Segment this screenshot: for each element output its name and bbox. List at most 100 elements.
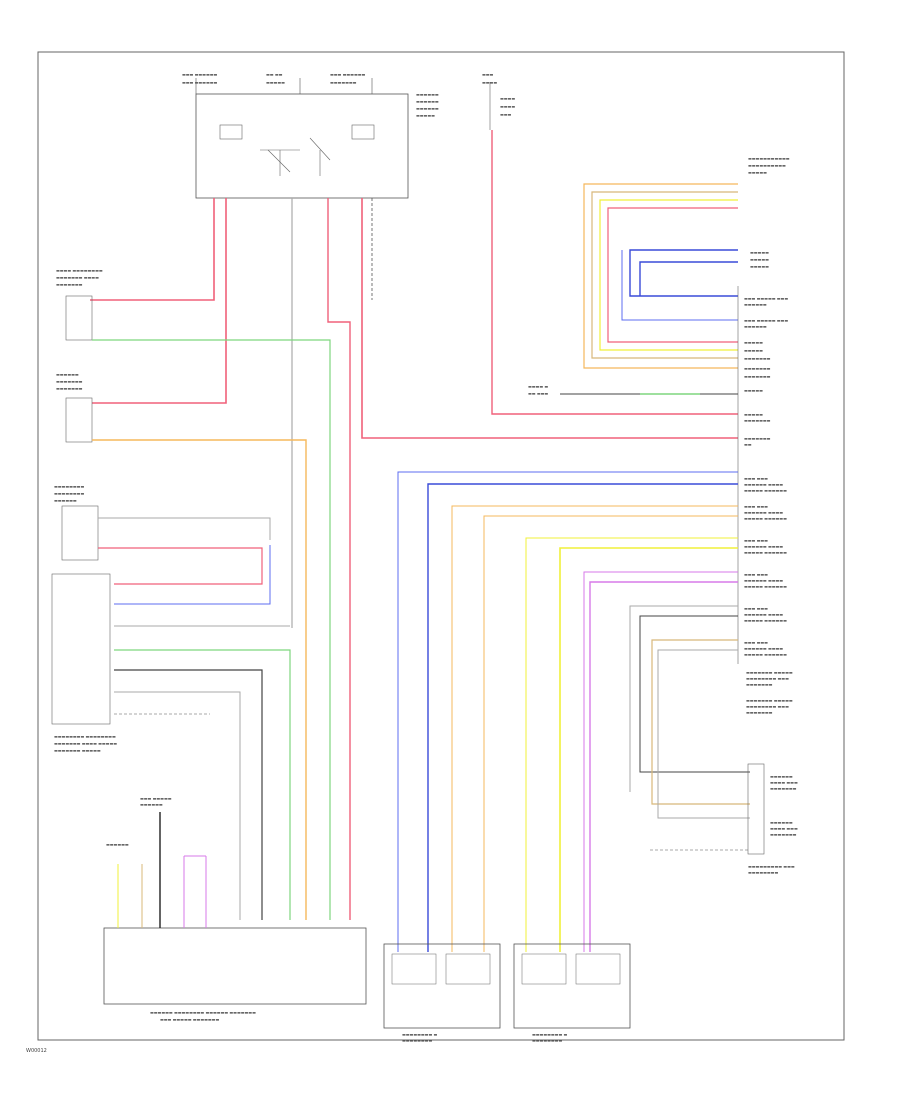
svg-text:▬▬▬ ▬▬▬: ▬▬▬ ▬▬▬ — [744, 606, 768, 611]
sensor-harness-wires — [397, 471, 750, 952]
svg-text:▬▬▬ ▬▬▬: ▬▬▬ ▬▬▬ — [744, 538, 768, 543]
svg-text:▬▬▬▬▬: ▬▬▬▬▬ — [750, 257, 769, 262]
svg-text:▬▬▬▬▬▬▬▬ ▬: ▬▬▬▬▬▬▬▬ ▬ — [532, 1032, 568, 1037]
svg-text:▬▬ ▬▬: ▬▬ ▬▬ — [266, 72, 283, 77]
svg-text:▬▬▬▬▬▬▬: ▬▬▬▬▬▬▬ — [746, 710, 773, 715]
svg-text:▬▬▬▬▬▬: ▬▬▬▬▬▬ — [416, 106, 439, 111]
svg-text:▬▬▬▬▬▬▬▬ ▬▬▬: ▬▬▬▬▬▬▬▬ ▬▬▬ — [746, 676, 789, 681]
svg-text:▬▬▬ ▬▬▬: ▬▬▬ ▬▬▬ — [744, 476, 768, 481]
svg-text:▬▬▬▬▬▬▬▬: ▬▬▬▬▬▬▬▬ — [54, 491, 84, 496]
svg-text:▬▬▬▬▬▬▬▬▬ ▬▬▬: ▬▬▬▬▬▬▬▬▬ ▬▬▬ — [748, 864, 795, 869]
svg-text:▬▬▬▬▬▬: ▬▬▬▬▬▬ — [744, 302, 767, 307]
svg-text:▬▬▬▬▬▬▬▬: ▬▬▬▬▬▬▬▬ — [54, 484, 84, 489]
svg-text:▬▬▬▬▬▬ ▬▬▬▬▬▬▬▬ ▬▬▬▬▬▬ ▬▬▬▬▬▬▬: ▬▬▬▬▬▬ ▬▬▬▬▬▬▬▬ ▬▬▬▬▬▬ ▬▬▬▬▬▬▬ — [150, 1010, 256, 1015]
wire-green-1 — [92, 339, 331, 920]
svg-text:▬▬▬▬▬▬▬▬▬▬▬: ▬▬▬▬▬▬▬▬▬▬▬ — [748, 156, 790, 161]
svg-text:▬▬▬ ▬▬▬▬▬▬: ▬▬▬ ▬▬▬▬▬▬ — [182, 80, 218, 85]
svg-text:▬▬▬▬▬▬: ▬▬▬▬▬▬ — [56, 372, 79, 377]
svg-text:▬▬▬▬▬: ▬▬▬▬▬ — [748, 170, 767, 175]
svg-text:▬▬▬▬▬▬▬: ▬▬▬▬▬▬▬ — [744, 374, 771, 379]
svg-text:▬▬▬▬: ▬▬▬▬ — [500, 96, 515, 101]
svg-text:▬▬▬▬▬▬▬: ▬▬▬▬▬▬▬ — [744, 436, 771, 441]
bottom-right-sensors: ▬▬▬▬▬▬ ▬▬▬▬ ▬▬▬ ▬▬▬▬▬▬▬ ▬▬▬▬▬▬ ▬▬▬▬ ▬▬▬ … — [747, 763, 798, 875]
svg-text:▬▬▬▬▬▬▬▬▬▬: ▬▬▬▬▬▬▬▬▬▬ — [748, 163, 786, 168]
svg-text:▬▬▬▬▬ ▬▬▬▬▬▬: ▬▬▬▬▬ ▬▬▬▬▬▬ — [744, 618, 787, 623]
svg-text:▬▬▬▬▬▬▬ ▬▬▬▬ ▬▬▬▬▬: ▬▬▬▬▬▬▬ ▬▬▬▬ ▬▬▬▬▬ — [54, 741, 117, 746]
svg-text:▬▬▬▬▬: ▬▬▬▬▬ — [750, 250, 769, 255]
svg-text:▬▬▬▬▬▬: ▬▬▬▬▬▬ — [54, 498, 77, 503]
fuse-top-right: ▬▬▬ ▬▬▬▬ ▬▬▬▬ ▬▬▬▬ ▬▬▬ — [482, 72, 515, 130]
svg-text:▬▬▬▬▬: ▬▬▬▬▬ — [416, 113, 435, 118]
svg-text:▬▬▬▬▬▬▬: ▬▬▬▬▬▬▬ — [746, 682, 773, 687]
svg-text:▬▬▬▬▬▬▬ ▬▬▬▬▬: ▬▬▬▬▬▬▬ ▬▬▬▬▬ — [746, 698, 793, 703]
wire-black-trans — [114, 669, 263, 920]
svg-text:▬▬▬▬▬▬: ▬▬▬▬▬▬ — [416, 99, 439, 104]
svg-text:▬▬▬▬: ▬▬▬▬ — [500, 104, 515, 109]
svg-text:▬▬▬▬▬▬▬: ▬▬▬▬▬▬▬ — [56, 282, 83, 287]
sensor-box-2: ▬▬▬▬▬▬▬▬ ▬ ▬▬▬▬▬▬▬▬ — [513, 943, 631, 1043]
svg-text:▬▬▬▬▬▬▬▬: ▬▬▬▬▬▬▬▬ — [402, 1038, 432, 1043]
label-bottom-left-3: ▬▬▬▬▬▬ — [140, 802, 163, 807]
label-bottom-left-2: ▬▬▬ ▬▬▬▬▬ — [140, 796, 172, 801]
svg-text:▬▬▬ ▬▬▬▬▬ ▬▬▬▬▬▬▬: ▬▬▬ ▬▬▬▬▬ ▬▬▬▬▬▬▬ — [160, 1017, 219, 1022]
svg-text:▬▬▬▬▬▬: ▬▬▬▬▬▬ — [770, 774, 793, 779]
svg-text:▬▬▬▬▬ ▬▬▬▬▬▬: ▬▬▬▬▬ ▬▬▬▬▬▬ — [744, 488, 787, 493]
svg-text:▬▬▬▬▬ ▬▬▬▬▬▬: ▬▬▬▬▬ ▬▬▬▬▬▬ — [744, 652, 787, 657]
svg-text:▬▬▬▬▬▬: ▬▬▬▬▬▬ — [744, 324, 767, 329]
svg-text:▬▬▬▬ ▬▬▬: ▬▬▬▬ ▬▬▬ — [770, 826, 798, 831]
svg-text:▬▬▬▬▬: ▬▬▬▬▬ — [750, 264, 769, 269]
label-ground-mid-2: ▬▬ ▬▬▬ — [528, 391, 548, 396]
wire-violet-bottom — [183, 855, 207, 928]
transmission-connector: ▬▬▬▬▬▬▬▬ ▬▬▬▬▬▬▬▬ ▬▬▬▬▬▬ ▬▬▬▬▬▬▬▬ ▬▬▬▬▬▬… — [51, 484, 117, 753]
svg-text:▬▬▬▬▬ ▬▬▬▬▬▬: ▬▬▬▬▬ ▬▬▬▬▬▬ — [744, 550, 787, 555]
right-connector-column: ▬▬▬ ▬▬▬▬▬ ▬▬▬ ▬▬▬▬▬▬ ▬▬▬ ▬▬▬▬▬ ▬▬▬ ▬▬▬▬▬… — [737, 286, 793, 715]
svg-text:▬▬▬▬▬▬▬ ▬▬▬▬▬: ▬▬▬▬▬▬▬ ▬▬▬▬▬ — [54, 748, 101, 753]
svg-text:▬▬▬: ▬▬▬ — [482, 72, 494, 77]
svg-text:▬▬▬ ▬▬▬: ▬▬▬ ▬▬▬ — [744, 504, 768, 509]
svg-text:▬▬▬▬▬▬ ▬▬▬▬: ▬▬▬▬▬▬ ▬▬▬▬ — [744, 612, 783, 617]
relay-block: ▬▬▬ ▬▬▬▬▬▬ ▬▬▬ ▬▬▬▬▬▬ ▬▬ ▬▬ ▬▬▬▬▬ ▬▬▬ ▬▬… — [182, 72, 439, 199]
svg-text:▬▬▬▬▬▬ ▬▬▬▬: ▬▬▬▬▬▬ ▬▬▬▬ — [744, 482, 783, 487]
svg-text:▬▬▬▬▬▬▬: ▬▬▬▬▬▬▬ — [56, 379, 83, 384]
svg-text:▬▬▬▬▬▬▬▬ ▬▬▬▬▬▬▬▬: ▬▬▬▬▬▬▬▬ ▬▬▬▬▬▬▬▬ — [54, 734, 116, 739]
wire-gray-trans-1 — [98, 517, 271, 540]
svg-text:▬▬▬▬▬▬▬ ▬▬▬▬▬: ▬▬▬▬▬▬▬ ▬▬▬▬▬ — [746, 670, 793, 675]
svg-text:▬▬▬ ▬▬▬▬▬▬: ▬▬▬ ▬▬▬▬▬▬ — [182, 72, 218, 77]
wire-blue-trans — [114, 545, 271, 605]
wire-red-trans-loop — [98, 547, 263, 585]
svg-text:▬▬▬▬▬▬▬: ▬▬▬▬▬▬▬ — [330, 80, 357, 85]
svg-text:▬▬▬▬ ▬▬▬▬▬▬▬▬: ▬▬▬▬ ▬▬▬▬▬▬▬▬ — [56, 268, 103, 273]
svg-text:▬▬▬▬▬▬: ▬▬▬▬▬▬ — [770, 820, 793, 825]
svg-text:▬▬▬ ▬▬▬▬▬▬: ▬▬▬ ▬▬▬▬▬▬ — [330, 72, 366, 77]
svg-text:▬▬▬▬ ▬▬▬: ▬▬▬▬ ▬▬▬ — [770, 780, 798, 785]
svg-text:▬▬▬▬▬▬▬: ▬▬▬▬▬▬▬ — [744, 418, 771, 423]
svg-text:▬▬▬▬▬▬▬: ▬▬▬▬▬▬▬ — [744, 366, 771, 371]
svg-text:▬▬▬▬▬▬▬: ▬▬▬▬▬▬▬ — [770, 832, 797, 837]
svg-text:▬▬▬▬▬▬▬ ▬▬▬▬: ▬▬▬▬▬▬▬ ▬▬▬▬ — [56, 275, 99, 280]
wire-orange-1 — [92, 439, 307, 920]
svg-text:▬▬▬ ▬▬▬: ▬▬▬ ▬▬▬ — [744, 572, 768, 577]
diagram-border — [37, 51, 845, 1041]
svg-text:▬▬▬▬▬▬ ▬▬▬▬: ▬▬▬▬▬▬ ▬▬▬▬ — [744, 510, 783, 515]
svg-text:▬▬▬▬▬▬▬▬ ▬▬▬: ▬▬▬▬▬▬▬▬ ▬▬▬ — [746, 704, 789, 709]
svg-text:▬▬▬ ▬▬▬: ▬▬▬ ▬▬▬ — [744, 640, 768, 645]
label-bottom-left-1: ▬▬▬▬▬▬ — [106, 842, 129, 847]
wire-gray-trans-3 — [114, 691, 241, 920]
right-top-harness: ▬▬▬▬▬▬▬▬▬▬▬ ▬▬▬▬▬▬▬▬▬▬ ▬▬▬▬▬ ▬▬▬▬▬ ▬▬▬▬▬… — [583, 156, 790, 369]
svg-text:▬▬: ▬▬ — [744, 442, 752, 447]
svg-text:▬▬▬: ▬▬▬ — [500, 112, 512, 117]
svg-text:▬▬▬▬▬: ▬▬▬▬▬ — [744, 412, 763, 417]
svg-text:▬▬▬ ▬▬▬▬▬ ▬▬▬: ▬▬▬ ▬▬▬▬▬ ▬▬▬ — [744, 296, 788, 301]
svg-text:▬▬▬▬▬▬: ▬▬▬▬▬▬ — [416, 92, 439, 97]
svg-text:▬▬▬▬▬▬▬▬: ▬▬▬▬▬▬▬▬ — [532, 1038, 562, 1043]
svg-text:▬▬▬▬▬▬▬▬: ▬▬▬▬▬▬▬▬ — [748, 870, 778, 875]
svg-text:▬▬▬▬▬▬▬▬ ▬: ▬▬▬▬▬▬▬▬ ▬ — [402, 1032, 438, 1037]
label-ground-mid: ▬▬▬▬ ▬ — [528, 384, 548, 389]
svg-text:▬▬▬▬▬▬▬: ▬▬▬▬▬▬▬ — [56, 386, 83, 391]
svg-text:▬▬▬▬▬: ▬▬▬▬▬ — [744, 340, 763, 345]
svg-text:▬▬▬▬▬▬ ▬▬▬▬: ▬▬▬▬▬▬ ▬▬▬▬ — [744, 646, 783, 651]
svg-text:▬▬▬▬▬: ▬▬▬▬▬ — [744, 388, 763, 393]
control-module-bottom-left: ▬▬▬▬▬▬ ▬▬▬▬▬▬▬▬ ▬▬▬▬▬▬ ▬▬▬▬▬▬▬ ▬▬▬ ▬▬▬▬▬… — [103, 927, 367, 1022]
svg-text:▬▬▬▬▬ ▬▬▬▬▬▬: ▬▬▬▬▬ ▬▬▬▬▬▬ — [744, 584, 787, 589]
svg-text:▬▬▬▬▬: ▬▬▬▬▬ — [744, 348, 763, 353]
